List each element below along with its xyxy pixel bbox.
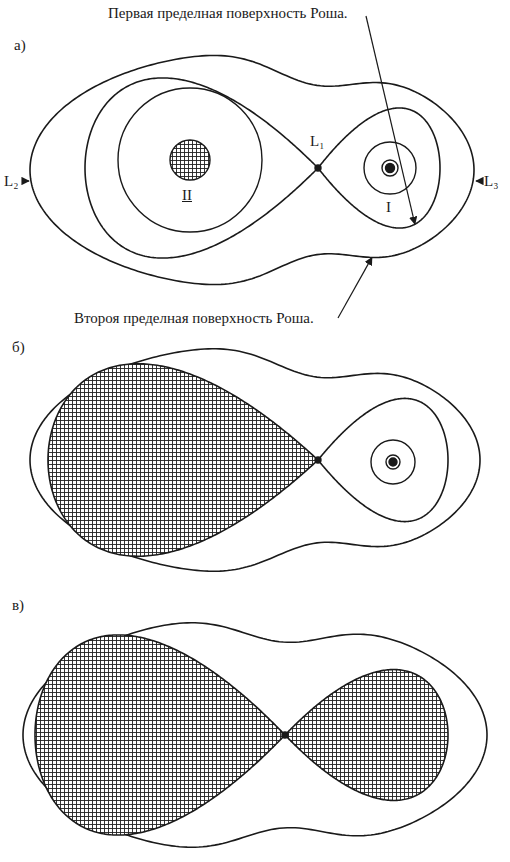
star-dot [389, 458, 397, 466]
lagrange-point: L₁ [310, 132, 324, 150]
panel-b [30, 349, 480, 571]
panel-c [23, 623, 487, 847]
lagrange-dot [315, 165, 321, 171]
leader-line [476, 180, 481, 181]
filled-roche-lobe [285, 670, 448, 801]
leader-line [23, 180, 29, 181]
panel-letter: б) [12, 338, 25, 356]
outer-roche-surface [30, 55, 474, 284]
star-ring [386, 455, 400, 469]
lagrange-point: L₂ [4, 172, 18, 190]
inner-roche-lobe [318, 398, 448, 521]
surface-caption: Первая пределная поверхность Роша. [108, 4, 348, 22]
filled-roche-lobe [35, 635, 285, 835]
filled-roche-lobe [48, 364, 318, 556]
panel-a [30, 55, 474, 284]
leader-line [338, 257, 372, 318]
equipotential-circle [118, 88, 262, 232]
star-number: I [386, 198, 391, 216]
lagrange-dot [315, 457, 321, 463]
outer-roche-surface [30, 349, 480, 571]
star-disc [170, 140, 210, 180]
surface-caption: Второя пределная поверхность Роша. [74, 309, 314, 327]
outer-roche-surface [23, 623, 487, 847]
star-number: II [182, 186, 192, 204]
leader-lines [23, 16, 481, 318]
inner-roche-lobe [85, 78, 318, 258]
panel-letter: а) [14, 36, 26, 54]
panel-letter: в) [12, 596, 24, 614]
equipotential-circle [364, 142, 416, 194]
equipotential-circle [371, 440, 415, 484]
leader-line [366, 16, 415, 224]
lagrange-point: L₃ [484, 172, 498, 190]
star-ring [382, 160, 398, 176]
lagrange-dot [282, 732, 288, 738]
star-dot [386, 164, 395, 173]
inner-roche-lobe [318, 108, 440, 228]
